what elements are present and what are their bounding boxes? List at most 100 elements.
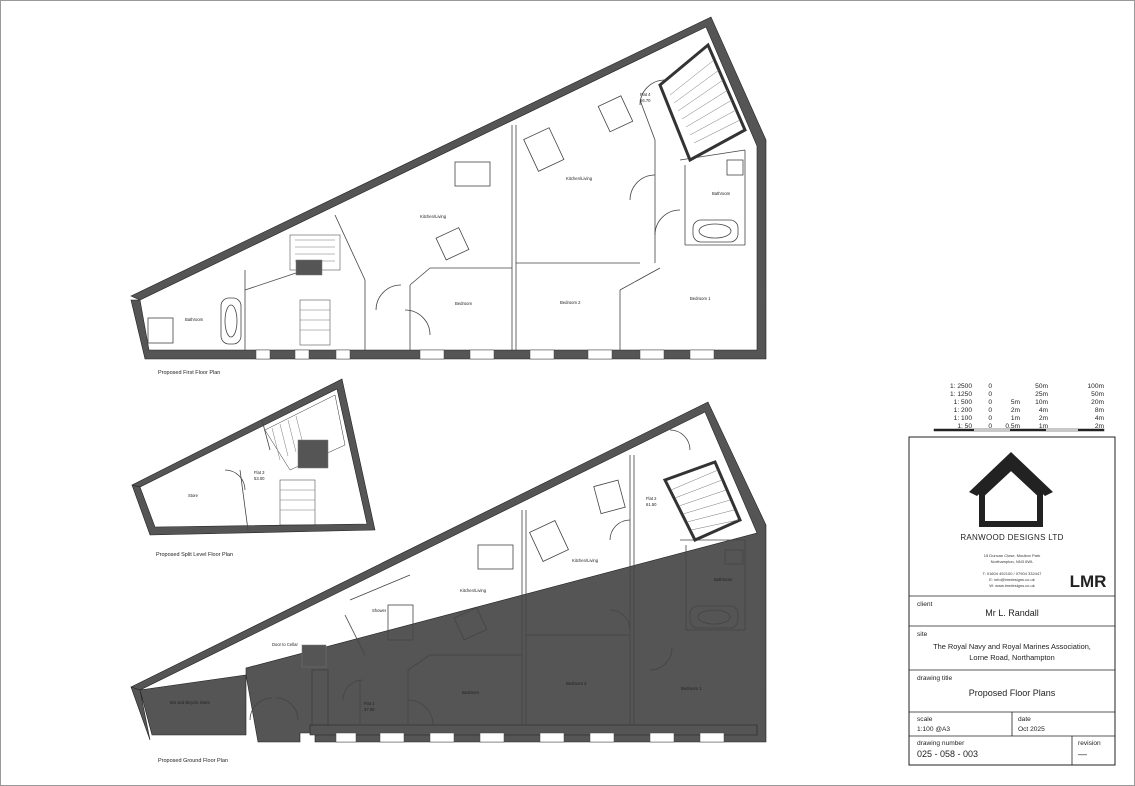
address-line-4: E: info@lmrdesigns.co.uk [989, 577, 1034, 582]
split-level-plan: Store Flat 3 53.00 Proposed Split Level … [131, 378, 376, 558]
title-block: RANWOOD DESIGNS LTD 15 Duncan Close, Mou… [908, 436, 1116, 766]
first-flat4-area: 66.70 [640, 98, 651, 103]
first-room-kitchen-living-b: Kitchen/Living [566, 176, 593, 181]
scale-row-1: 1: 1250 0 25m 50m [950, 391, 1105, 398]
svg-text:4m: 4m [1095, 415, 1105, 422]
scale-row-4: 1: 100 0 1m 2m 4m [954, 415, 1105, 422]
drawing-number-label: drawing number [917, 740, 965, 747]
svg-text:1m: 1m [1011, 415, 1021, 422]
ground-fittings [387, 479, 744, 641]
first-floor-plan: Bathroom Kitchen/Living Bedroom Kitchen/… [130, 16, 767, 376]
first-floor-stair-flat4 [658, 42, 747, 163]
svg-text:0: 0 [988, 391, 992, 398]
address-line-2: Northampton, NN3 6WL [991, 559, 1034, 564]
first-room-bathroom-2: Bathroom [712, 191, 731, 196]
ground-room-bedroom-2: Bedroom 2 [566, 681, 587, 686]
first-floor-bath-fittings [147, 159, 744, 345]
first-floor-furniture [435, 95, 634, 261]
svg-text:1: 100: 1: 100 [954, 415, 973, 422]
ground-outer-wall [130, 401, 767, 743]
ground-flat1-area: 37.00 [364, 707, 375, 712]
ground-room-bedroom-1: Bedroom 1 [681, 686, 702, 691]
scale-row-3: 1: 200 0 2m 4m 8m [954, 407, 1105, 414]
first-floor-stair-lower [289, 234, 341, 346]
split-door-swing [224, 469, 246, 491]
first-room-bathroom: Bathroom [185, 317, 204, 322]
svg-text:1: 50: 1: 50 [957, 423, 972, 430]
split-flat3-area: 53.00 [254, 476, 265, 481]
svg-text:1: 2500: 1: 2500 [950, 383, 972, 390]
first-floor-caption: Proposed First Floor Plan [158, 370, 220, 376]
ground-flat1-label: Flat 1 [364, 701, 375, 706]
scale-row-0: 1: 2500 0 50m 100m [950, 383, 1105, 390]
first-flat4-label: Flat 4 [640, 92, 651, 97]
client-label: client [917, 601, 933, 608]
svg-text:8m: 8m [1095, 407, 1105, 414]
ground-flat2-area: 61.50 [646, 502, 657, 507]
svg-text:0.5m: 0.5m [1005, 423, 1020, 430]
scale-row-2: 1: 500 0 5m 10m 20m [954, 399, 1105, 406]
revision-label: revision [1078, 740, 1101, 747]
svg-text:50m: 50m [1091, 391, 1104, 398]
svg-text:4m: 4m [1039, 407, 1049, 414]
split-level-caption: Proposed Split Level Floor Plan [156, 552, 233, 558]
drawing-number: 025 - 058 - 003 [917, 749, 978, 759]
address-line-3: T: 01604 492100 / 07904 332447 [983, 571, 1042, 576]
first-room-bedroom: Bedroom [455, 301, 473, 306]
revision-value: — [1078, 749, 1087, 759]
split-outer-wall [131, 378, 376, 536]
company-name: RANWOOD DESIGNS LTD [960, 533, 1063, 542]
ground-door-swings [249, 429, 691, 726]
site-line-2: Lorne Road, Northampton [969, 653, 1054, 662]
ground-room-bin-store: Bin and Bicycle Store [170, 700, 210, 705]
ground-room-bedroom: Bedroom [462, 690, 480, 695]
scale-value: 1:100 @A3 [917, 726, 950, 733]
first-room-bedroom-2: Bedroom 2 [560, 300, 581, 305]
svg-text:25m: 25m [1035, 391, 1048, 398]
first-floor-interior-walls [244, 99, 746, 350]
svg-text:1: 200: 1: 200 [954, 407, 973, 414]
svg-text:10m: 10m [1035, 399, 1048, 406]
ground-room-kitchen-living-a: Kitchen/Living [460, 588, 487, 593]
ground-stair [301, 460, 742, 726]
svg-text:20m: 20m [1091, 399, 1104, 406]
ground-room-bathroom: Bathroom [714, 577, 733, 582]
scale-label: scale [917, 716, 933, 723]
address-line-5: W: www.lmrdesigns.co.uk [989, 583, 1035, 588]
split-interior-walls [239, 419, 271, 531]
svg-text:1: 1250: 1: 1250 [950, 391, 972, 398]
address-line-1: 15 Duncan Close, Moulton Park [984, 553, 1040, 558]
svg-text:2m: 2m [1039, 415, 1049, 422]
ground-room-kitchen-living-b: Kitchen/Living [572, 558, 599, 563]
split-stair [264, 394, 346, 526]
svg-text:2m: 2m [1095, 423, 1105, 430]
ground-floor-windows [335, 732, 725, 743]
svg-text:0: 0 [988, 399, 992, 406]
date-value: Oct 2025 [1018, 726, 1045, 733]
ranwood-house-logo-icon [969, 452, 1053, 527]
ground-floor-caption: Proposed Ground Floor Plan [158, 758, 228, 764]
scale-bar [933, 428, 1105, 432]
drawing-title-label: drawing title [917, 675, 953, 682]
first-room-kitchen-living-a: Kitchen/Living [420, 214, 447, 219]
svg-text:0: 0 [988, 423, 992, 430]
svg-text:100m: 100m [1088, 383, 1105, 390]
svg-text:2m: 2m [1011, 407, 1021, 414]
ground-inner-strip [309, 724, 758, 736]
site-line-1: The Royal Navy and Royal Marines Associa… [933, 642, 1091, 651]
first-floor-door-swings [375, 79, 681, 336]
split-room-store: Store [188, 493, 199, 498]
ground-room-shower: Shower [372, 608, 387, 613]
ground-flat2-label: Flat 2 [646, 496, 657, 501]
title-block-frame [908, 436, 1116, 766]
svg-text:1: 500: 1: 500 [954, 399, 973, 406]
client-name: Mr L. Randall [985, 608, 1039, 618]
first-floor-windows [255, 349, 715, 360]
drawing-title: Proposed Floor Plans [969, 688, 1056, 698]
scale-bar-table: 1: 2500 0 50m 100m 1: 1250 0 25m 50m 1: … [933, 383, 1105, 432]
first-room-bedroom-1: Bedroom 1 [690, 296, 711, 301]
svg-text:0: 0 [988, 415, 992, 422]
site-label: site [917, 631, 928, 638]
lmr-logo: LMR [1070, 572, 1107, 591]
